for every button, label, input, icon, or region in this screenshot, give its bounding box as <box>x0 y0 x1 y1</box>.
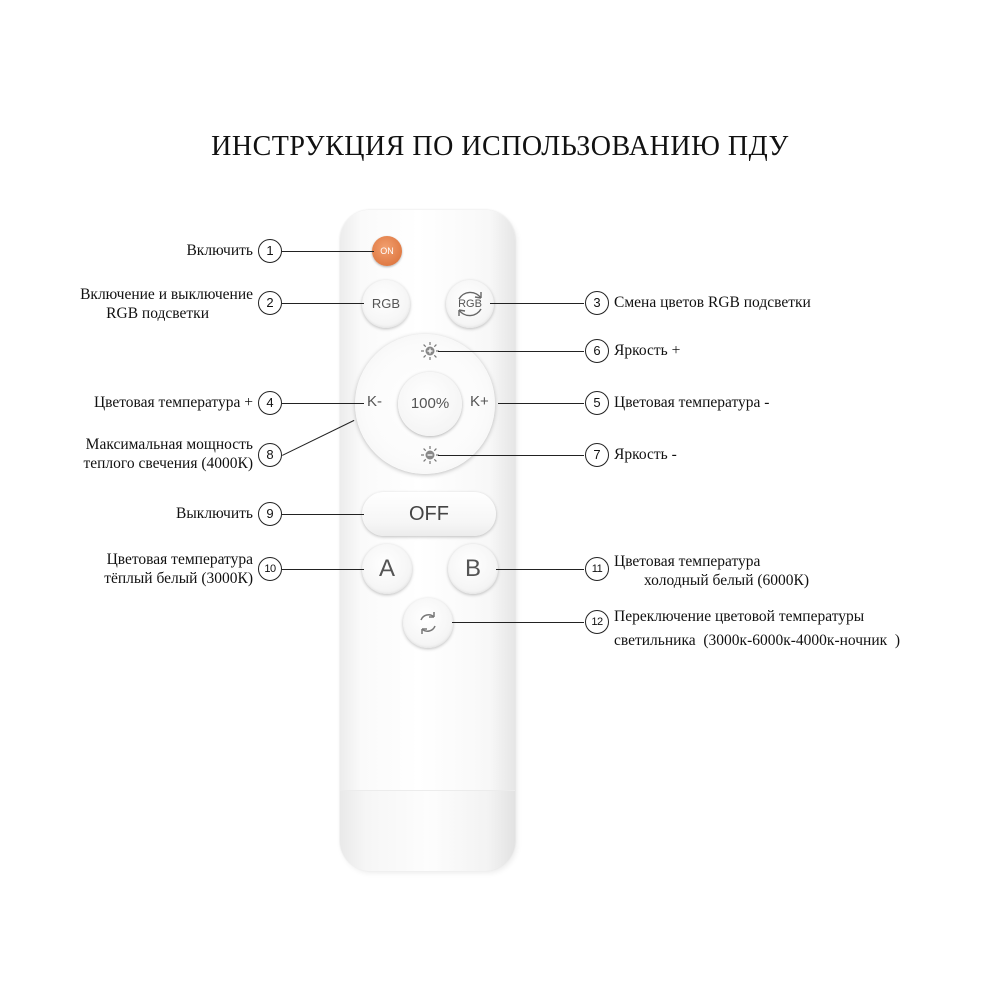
callout-number-10: 10 <box>258 557 282 581</box>
callout-number-8: 8 <box>258 443 282 467</box>
refresh-icon <box>420 612 436 634</box>
callout-line-1 <box>282 251 374 253</box>
label-turn-on-text: Включить <box>186 242 253 259</box>
callout-line-6 <box>438 351 584 353</box>
label-warm-white: Цветовая температура тёплый белый (3000К… <box>104 550 253 588</box>
label-turn-on: Включить <box>186 241 253 260</box>
cycle-temperature-button[interactable] <box>403 598 453 648</box>
label-cycle-temp-line2: светильника (3000к-6000к-4000к-ночник ) <box>614 632 901 649</box>
callout-line-7 <box>438 455 584 457</box>
label-brightness-down-text: Яркость - <box>614 446 677 463</box>
b-label: B <box>464 555 481 582</box>
callout-line-4 <box>282 403 364 405</box>
label-max-warm-line1: Максимальная мощность <box>85 436 253 453</box>
callout-line-5 <box>498 403 584 405</box>
brightness-up-icon[interactable] <box>420 341 440 361</box>
label-warm-white-line2: тёплый белый (3000К) <box>104 570 253 587</box>
callout-number-4: 4 <box>258 391 282 415</box>
callout-number-11: 11 <box>585 557 609 581</box>
callout-number-6: 6 <box>585 339 609 363</box>
label-cold-white-line2: холодный белый (6000К) <box>644 572 810 589</box>
warm-white-button[interactable]: A <box>362 544 412 594</box>
callout-number-1: 1 <box>258 239 282 263</box>
rgb-cycle-button[interactable]: RGB <box>446 280 494 328</box>
label-cold-white-line1: Цветовая температура <box>614 553 761 570</box>
cycle-arrows-icon <box>458 291 482 317</box>
callout-line-11 <box>496 569 584 571</box>
label-brightness-up-text: Яркость + <box>614 342 681 359</box>
label-brightness-down: Яркость - <box>614 445 677 464</box>
callout-line-12 <box>452 622 584 624</box>
callout-number-5: 5 <box>585 391 609 415</box>
label-rgb-cycle-text: Смена цветов RGB подсветки <box>614 294 811 311</box>
callout-number-2: 2 <box>258 291 282 315</box>
label-temp-plus-text: Цветовая температура + <box>93 394 253 411</box>
label-temp-minus: Цветовая температура - <box>614 393 769 412</box>
label-warm-white-line1: Цветовая температура <box>106 551 253 568</box>
label-turn-off: Выключить <box>176 504 253 523</box>
label-max-warm: Максимальная мощность теплого свечения (… <box>83 435 253 473</box>
brightness-down-icon[interactable] <box>420 445 440 465</box>
cold-white-button[interactable]: B <box>448 544 498 594</box>
label-temp-plus: Цветовая температура + <box>94 393 253 412</box>
rgb-toggle-label: RGB <box>371 296 401 311</box>
k-minus-button[interactable]: K- <box>367 393 382 410</box>
label-rgb-toggle-line1: Включение и выключение <box>80 286 253 303</box>
callout-number-9: 9 <box>258 502 282 526</box>
callout-line-10 <box>282 569 364 571</box>
callout-number-7: 7 <box>585 443 609 467</box>
a-label: A <box>378 555 395 582</box>
label-rgb-cycle: Смена цветов RGB подсветки <box>614 293 811 312</box>
callout-number-3: 3 <box>585 291 609 315</box>
k-plus-button[interactable]: K+ <box>470 393 489 410</box>
label-brightness-up: Яркость + <box>614 341 680 360</box>
page-title: ИНСТРУКЦИЯ ПО ИСПОЛЬЗОВАНИЮ ПДУ <box>211 131 789 162</box>
label-max-warm-line2: теплого свечения (4000К) <box>83 455 253 472</box>
label-rgb-toggle: Включение и выключение RGB подсветки <box>80 285 253 323</box>
rgb-toggle-button[interactable]: RGB <box>362 280 410 328</box>
label-cycle-temp: Переключение цветовой температуры светил… <box>614 605 900 653</box>
label-temp-minus-text: Цветовая температура - <box>614 394 770 411</box>
callout-number-12: 12 <box>585 610 609 634</box>
remote-battery-cover <box>340 790 515 871</box>
label-turn-off-text: Выключить <box>176 505 253 522</box>
on-button[interactable]: ON <box>372 236 402 266</box>
callout-line-9 <box>282 514 364 516</box>
label-rgb-toggle-line2: RGB подсветки <box>106 305 209 322</box>
label-cold-white: Цветовая температура холодный белый (600… <box>614 552 809 590</box>
max-warm-button[interactable]: 100% <box>398 372 462 436</box>
callout-line-3 <box>490 303 584 305</box>
label-cycle-temp-line1: Переключение цветовой температуры <box>614 608 865 625</box>
rgb-cycle-label: RGB <box>458 298 482 310</box>
off-button[interactable]: OFF <box>362 492 496 536</box>
callout-line-2 <box>282 303 364 305</box>
